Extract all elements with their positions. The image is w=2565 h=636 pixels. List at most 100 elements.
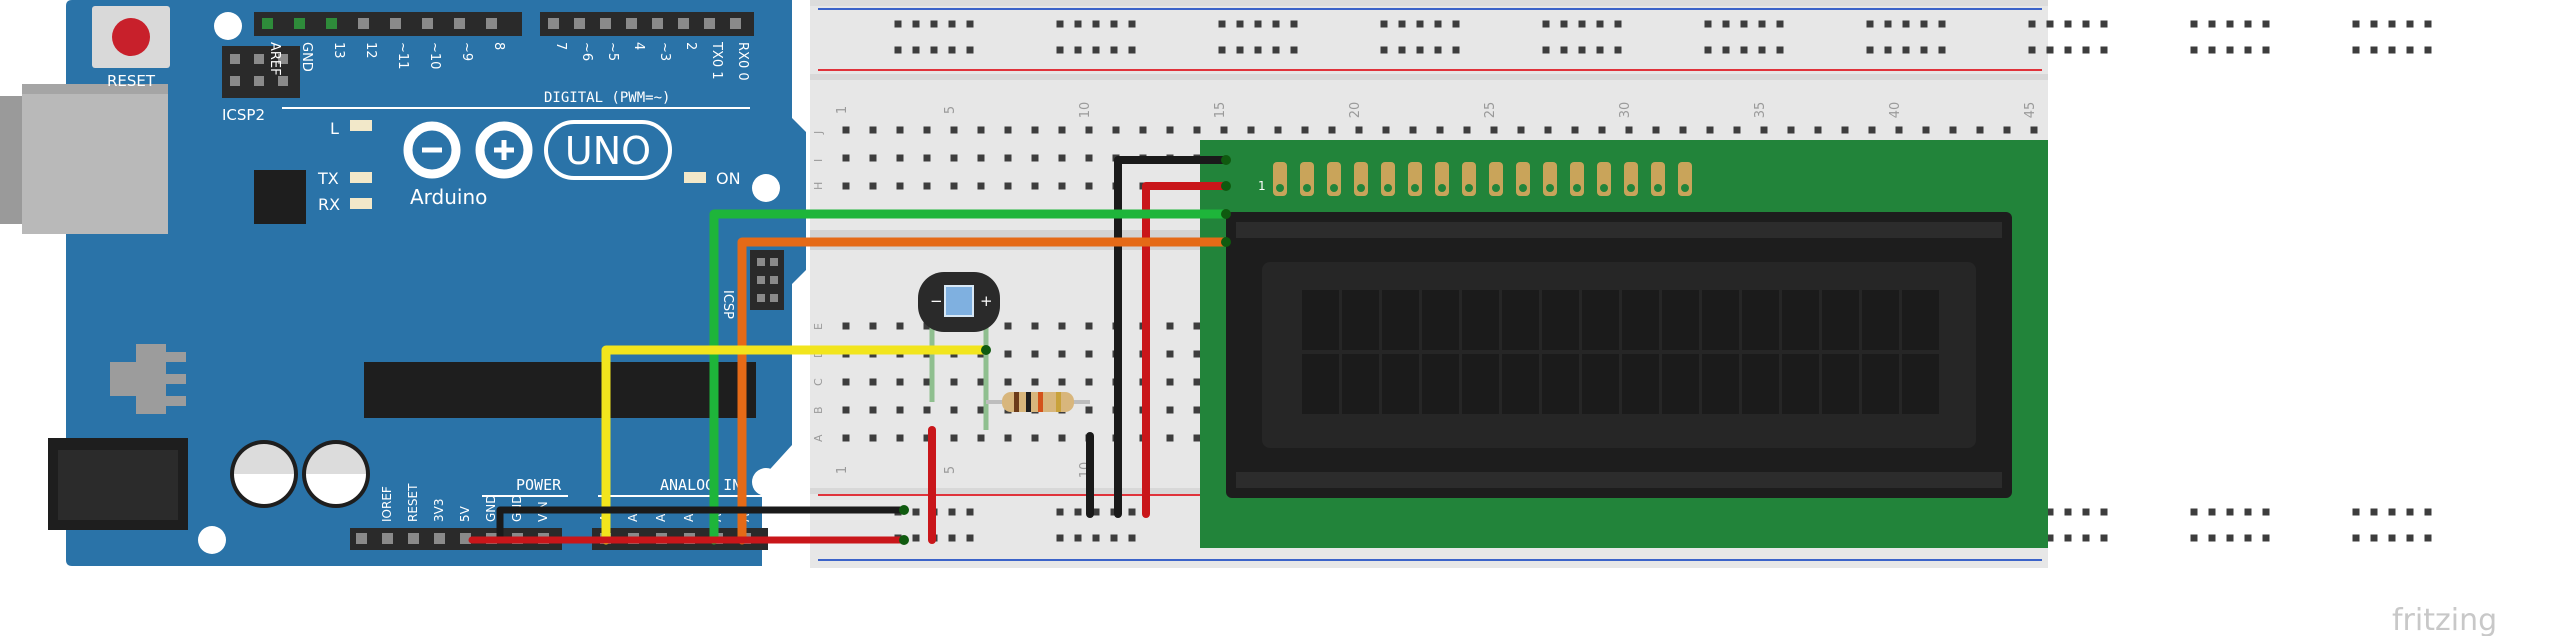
rail-hole xyxy=(1056,534,1064,542)
digital-header-label: DIGITAL (PWM=~) xyxy=(544,90,670,106)
breadboard-hole xyxy=(896,434,904,442)
rail-hole xyxy=(1938,46,1946,54)
resistor xyxy=(986,392,1090,412)
breadboard-hole xyxy=(950,378,958,386)
row-letter-j: J xyxy=(812,131,825,135)
breadboard-hole xyxy=(950,154,958,162)
rail-hole xyxy=(2100,46,2108,54)
rail-hole xyxy=(1542,20,1550,28)
rail-hole xyxy=(1452,46,1460,54)
breadboard-hole xyxy=(950,406,958,414)
row-letter-b: B xyxy=(812,406,825,414)
breadboard-hole xyxy=(842,154,850,162)
row-letter-c: C xyxy=(812,378,825,386)
arduino-uno: RESET ICSP2 L TX RX ON Arduino UN xyxy=(0,0,806,566)
rail-hole xyxy=(1218,20,1226,28)
rail-hole xyxy=(2046,534,2054,542)
reset-button[interactable] xyxy=(92,6,170,68)
rail-hole xyxy=(912,46,920,54)
lcd-char-cell xyxy=(1622,354,1659,414)
lcd-char-cell xyxy=(1902,290,1939,350)
breadboard-hole xyxy=(1490,126,1498,134)
uno-model: UNO xyxy=(565,129,651,173)
lcd-pin-hole xyxy=(1303,184,1311,192)
digital-pin-label: TX0 1 xyxy=(709,41,724,80)
lcd-pin-hole xyxy=(1573,184,1581,192)
lcd-char-cell xyxy=(1902,354,1939,414)
breadboard-hole xyxy=(1193,350,1201,358)
rail-hole xyxy=(2064,534,2072,542)
icsp2-pin xyxy=(230,54,240,64)
breadboard-hole xyxy=(1166,378,1174,386)
rail-hole xyxy=(1110,534,1118,542)
column-number-top: 5 xyxy=(943,106,958,114)
rail-hole xyxy=(1758,46,1766,54)
breadboard-hole xyxy=(1004,182,1012,190)
lcd-pin-hole xyxy=(1600,184,1608,192)
breadboard-hole xyxy=(1031,154,1039,162)
led-l xyxy=(350,120,372,131)
rail-hole xyxy=(1092,46,1100,54)
header-pin xyxy=(460,533,471,544)
breadboard-hole xyxy=(1706,126,1714,134)
rail-hole xyxy=(1452,20,1460,28)
breadboard-hole xyxy=(1436,126,1444,134)
rail-hole xyxy=(2424,534,2432,542)
rail-hole xyxy=(1236,20,1244,28)
rail-hole xyxy=(1776,20,1784,28)
rail-hole xyxy=(1110,20,1118,28)
lcd-char-cell xyxy=(1422,290,1459,350)
lcd-char-cell xyxy=(1462,290,1499,350)
led-on xyxy=(684,172,706,183)
orange-wire[interactable] xyxy=(737,237,1231,545)
black-wire-gnd[interactable] xyxy=(1114,156,1230,518)
lcd-char-cell xyxy=(1782,354,1819,414)
breadboard-hole xyxy=(869,322,877,330)
lcd-char-cell xyxy=(1542,290,1579,350)
rail-hole xyxy=(1596,20,1604,28)
green-wire[interactable] xyxy=(709,209,1231,545)
rail-hole xyxy=(948,534,956,542)
rail-hole xyxy=(1596,46,1604,54)
breadboard-hole xyxy=(1004,322,1012,330)
rail-hole xyxy=(1074,20,1082,28)
icsp2-pin xyxy=(278,54,288,64)
mounting-hole xyxy=(752,468,780,496)
breadboard-hole xyxy=(923,182,931,190)
digital-pin xyxy=(600,18,611,29)
lcd-char-cell xyxy=(1822,290,1859,350)
breadboard-hole xyxy=(1031,350,1039,358)
breadboard-hole xyxy=(869,434,877,442)
rail-hole xyxy=(948,46,956,54)
rail-hole xyxy=(948,20,956,28)
rail-hole xyxy=(1398,46,1406,54)
lcd-char-cell xyxy=(1702,354,1739,414)
black-wire-rail[interactable] xyxy=(496,506,908,544)
breadboard-hole xyxy=(869,182,877,190)
red-wire-5v[interactable] xyxy=(1142,182,1230,518)
digital-pin xyxy=(486,18,497,29)
column-number-top: 45 xyxy=(2023,102,2038,119)
breadboard-hole xyxy=(1247,126,1255,134)
breadboard-hole xyxy=(1004,378,1012,386)
rail-hole xyxy=(2424,508,2432,516)
rail-hole xyxy=(2046,20,2054,28)
lcd-pin-hole xyxy=(1330,184,1338,192)
breadboard-hole xyxy=(1517,126,1525,134)
digital-pin xyxy=(730,18,741,29)
digital-pin xyxy=(626,18,637,29)
led-indicators: L TX RX ON xyxy=(317,119,741,214)
rail-hole xyxy=(2064,20,2072,28)
lcd-module: 1 xyxy=(1200,140,2048,548)
yellow-wire[interactable] xyxy=(601,345,991,545)
digital-pin xyxy=(704,18,715,29)
lcd-char-cell xyxy=(1462,354,1499,414)
icsp2-pin xyxy=(278,76,288,86)
lcd-char-cell xyxy=(1502,290,1539,350)
lcd-char-cell xyxy=(1862,354,1899,414)
rail-hole xyxy=(2388,46,2396,54)
breadboard-hole xyxy=(923,406,931,414)
breadboard-hole xyxy=(1085,126,1093,134)
breadboard-hole xyxy=(1193,322,1201,330)
